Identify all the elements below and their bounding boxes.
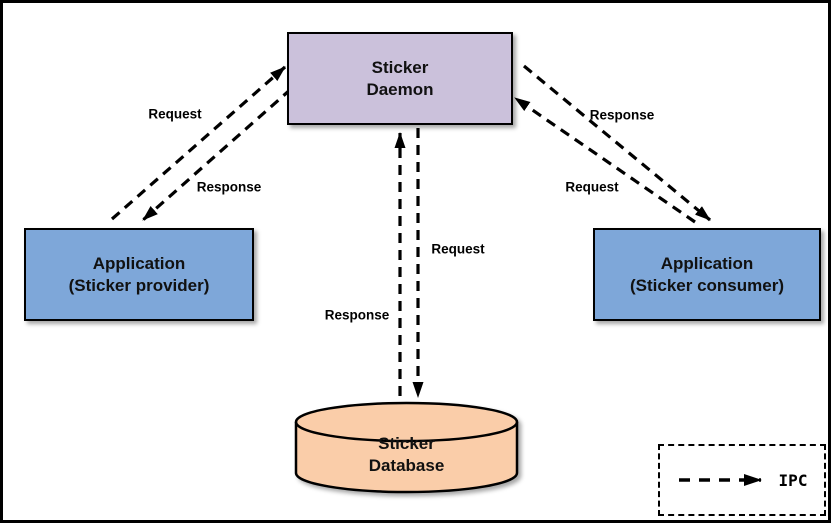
edge-label-database-request: Request (431, 241, 485, 257)
edge-label-consumer-request: Request (565, 179, 619, 195)
edge-label-database-response: Response (324, 307, 390, 323)
edge-label-consumer-response: Response (589, 107, 655, 123)
node-sticker-daemon-line2: Daemon (366, 79, 434, 99)
edge-label-provider-request: Request (148, 106, 202, 122)
node-application-provider-line2: (Sticker provider) (68, 275, 210, 295)
node-application-provider-line1: Application (92, 253, 186, 273)
node-application-consumer: Application (Sticker consumer) (593, 228, 821, 321)
node-sticker-database-label: Sticker Database (296, 433, 517, 477)
arrow-provider-to-daemon-request (110, 65, 287, 221)
legend-box: IPC (658, 444, 826, 516)
node-application-provider: Application (Sticker provider) (24, 228, 254, 321)
database-cylinder-top (294, 401, 519, 443)
arrow-consumer-to-daemon-request (514, 96, 696, 224)
node-application-consumer-line2: (Sticker consumer) (630, 275, 784, 295)
node-sticker-daemon: Sticker Daemon (287, 32, 513, 125)
node-sticker-database-line2: Database (368, 456, 445, 475)
legend-ipc-arrow-icon (678, 474, 762, 486)
connector-layer (110, 64, 712, 494)
edge-label-provider-response: Response (196, 179, 262, 195)
node-sticker-database-line1: Sticker (378, 434, 435, 453)
node-sticker-daemon-line1: Sticker (371, 57, 429, 77)
arrow-daemon-to-consumer-response (522, 64, 712, 222)
database-cylinder-shape (294, 401, 519, 494)
legend-ipc-label: IPC (778, 470, 808, 490)
node-application-consumer-line1: Application (660, 253, 754, 273)
